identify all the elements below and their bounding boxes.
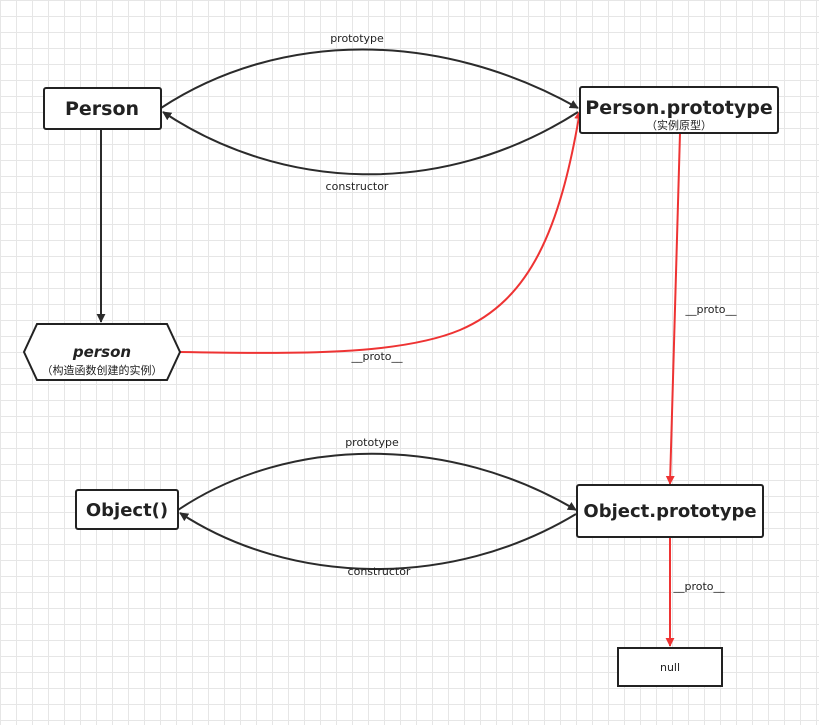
null-label: null <box>660 661 680 674</box>
person-proto-proto-arrow <box>665 132 681 485</box>
object-proto-proto-label: __proto__ <box>672 580 725 593</box>
object-constructor-node: Object() <box>75 489 179 530</box>
object-constructor-label: constructor <box>348 565 411 578</box>
person-constructor-arrow <box>162 111 579 176</box>
person-prototype-node: Person.prototype （实例原型） <box>579 86 779 134</box>
null-node: null <box>617 647 723 687</box>
object-prototype-label: prototype <box>345 436 399 449</box>
object-prototype-title: Object.prototype <box>583 501 756 522</box>
person-constructor-node: Person <box>43 87 162 130</box>
person-instance-sublabel: （构造函数创建的实例） <box>42 363 163 377</box>
person-proto-proto-label: __proto__ <box>684 303 737 316</box>
person-constructor-label: Person <box>65 98 139 120</box>
person-prototype-title: Person.prototype <box>585 97 772 119</box>
person-instance-node: person （构造函数创建的实例） <box>22 323 182 381</box>
person-prototype-sublabel: （实例原型） <box>646 118 712 132</box>
person-constructor-label: constructor <box>326 180 389 193</box>
instance-proto-arrow <box>178 110 584 354</box>
person-prototype-arrow <box>160 48 579 109</box>
instance-proto-label: __proto__ <box>350 350 403 363</box>
object-constructor-arrow <box>179 512 577 570</box>
object-prototype-arrow <box>177 452 577 511</box>
person-prototype-label: prototype <box>330 32 384 45</box>
object-prototype-node: Object.prototype <box>576 484 764 538</box>
object-constructor-title: Object() <box>86 500 168 521</box>
person-instance-title: person <box>72 343 131 361</box>
